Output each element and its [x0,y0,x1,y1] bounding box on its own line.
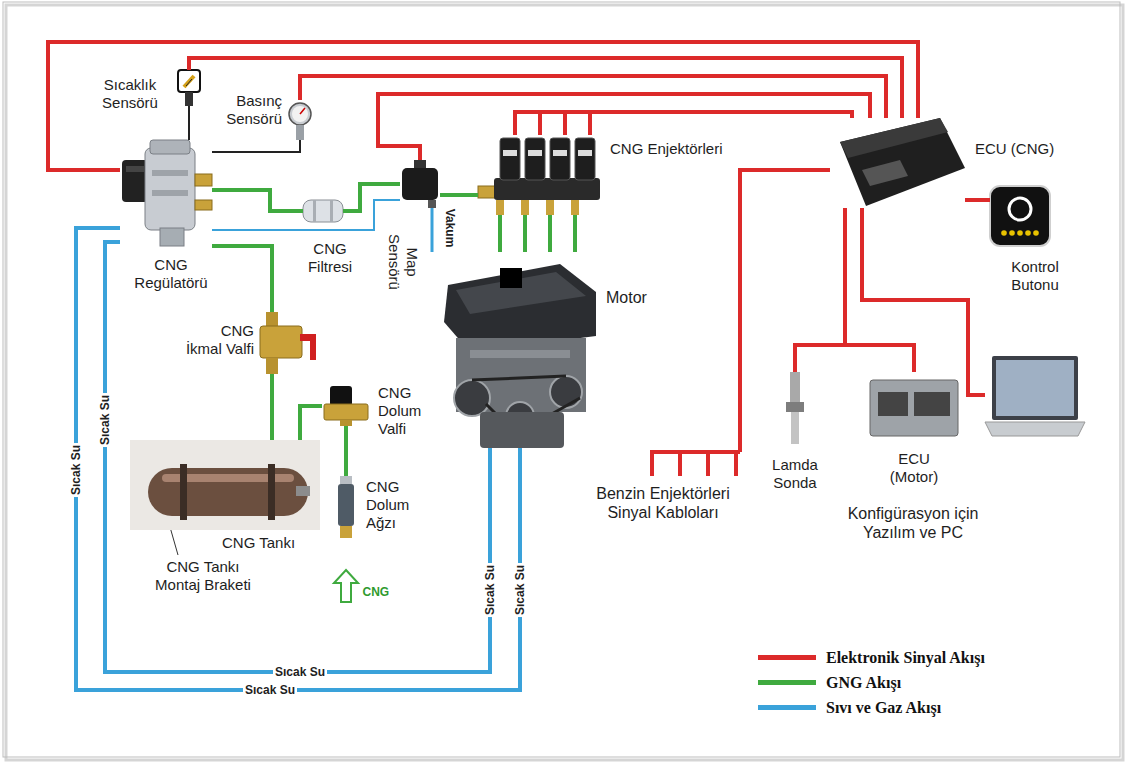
component-label: Basınç Sensörü [218,92,282,128]
component-node: Motor [428,252,600,448]
signal-wire [189,58,902,118]
gas-pipe [212,190,303,211]
component-node: CNG Tankı [130,440,320,530]
signal-wire [845,208,914,372]
signal-wire [740,170,830,452]
component-node: CNG Enjektörleri [478,135,603,215]
component-node: Lamda Sonda [783,372,807,450]
gas-inlet-label: CNG [363,585,390,599]
regulator-icon [122,140,212,246]
component-label: Benzin Enjektörleri Sinyal Kabloları [588,484,738,522]
legend-text: Elektronik Sinyal Akışı [826,648,985,667]
signal-wire [515,112,852,135]
legend-text: GNG Akışı [826,673,901,692]
gas-pipe [440,193,478,197]
component-node: ECU (Motor) [868,372,960,442]
component-label: CNG Regülatörü [126,256,216,292]
component-label: Konfigürasyon için Yazılım ve PC [828,504,998,542]
component-node: Basınç Sensörü [286,100,314,140]
legend-swatch [758,680,816,685]
legend-text: Sıvı ve Gaz Akışı [826,698,941,717]
component-node: Sıcaklık Sensörü [178,70,200,106]
legend-swatch [758,705,816,710]
component-label: Lamda Sonda [762,456,828,492]
component-label: CNG İkmal Valfi [182,322,254,358]
ecu-cng-icon [840,118,965,206]
hot-water-label: Sıcak Su [243,683,297,697]
component-label: ECU (CNG) [975,140,1054,158]
gas-pipe [344,426,348,476]
gas-pipe [498,215,502,252]
injector-rail-icon [478,138,600,215]
component-label: Sıcaklık Sensörü [92,76,168,112]
sensor-wire [212,140,300,152]
water-hose [76,228,520,690]
hot-water-label: Sıcak Su [273,665,327,679]
component-node: CNG Regülatörü [120,140,212,250]
laptop-icon [985,356,1085,436]
filling-nozzle-icon [338,476,354,538]
bracket-label: CNG Tankı Montaj Braketi [148,558,258,594]
component-node: Konfigürasyon için Yazılım ve PC [985,352,1085,440]
engine-icon [444,264,596,448]
refuel-valve-icon [260,312,316,374]
signal-wire [795,208,845,372]
component-label: Map Sensörü [385,230,421,294]
water-hose [105,242,490,672]
component-label: Kontrol Butonu [995,258,1075,294]
component-label: Motor [606,288,647,307]
component-node: ECU (CNG) [830,118,965,208]
hot-water-label: Sıcak Su [98,393,112,447]
component-node: CNG Filtresi [303,200,343,222]
legend-swatch [758,655,816,660]
component-label: ECU (Motor) [872,450,956,486]
component-label: CNG Tankı [222,534,295,552]
component-label: CNG Dolum Valfi [378,384,430,438]
gas-pipe [212,246,272,312]
signal-wire [862,208,985,395]
sensor-wire [188,106,190,140]
component-label: CNG Dolum Ağzı [366,478,418,532]
signal-wire [965,198,990,202]
cng-inlet-arrow [334,570,358,602]
component-node: CNG Dolum Valfi [322,386,370,426]
gas-pipe [300,406,322,440]
component-node: CNG İkmal Valfi [258,312,316,374]
component-node: Kontrol Butonu [990,186,1050,246]
component-label: CNG Enjektörleri [610,140,723,158]
gas-pipe [270,374,274,440]
component-node: Map Sensörü [400,160,440,208]
map-sensor-icon [402,160,438,208]
component-node: CNG Dolum Ağzı [334,476,358,538]
hot-water-label: Sıcak Su [513,563,527,617]
water-hose [431,208,434,252]
filling-valve-icon [324,386,368,426]
control-button-icon [990,186,1050,246]
frame [3,2,1123,760]
water-hose [212,200,400,230]
lambda-probe-icon [786,372,804,444]
engine-ecu-icon [870,380,958,436]
filter-icon [303,200,343,222]
component-label: CNG Filtresi [300,240,360,276]
vacuum-label: Vakum [443,207,457,250]
temperature-sensor-icon [178,70,200,106]
pressure-sensor-icon [289,103,311,140]
cng-tank-photo [130,440,320,530]
hot-water-label: Sıcak Su [483,563,497,617]
hot-water-label: Sıcak Su [69,443,83,497]
component-node: Benzin Enjektörleri Sinyal Kabloları [640,452,746,480]
signal-wire [378,94,870,160]
signal-wire [48,42,918,170]
gas-pipe [343,184,400,211]
